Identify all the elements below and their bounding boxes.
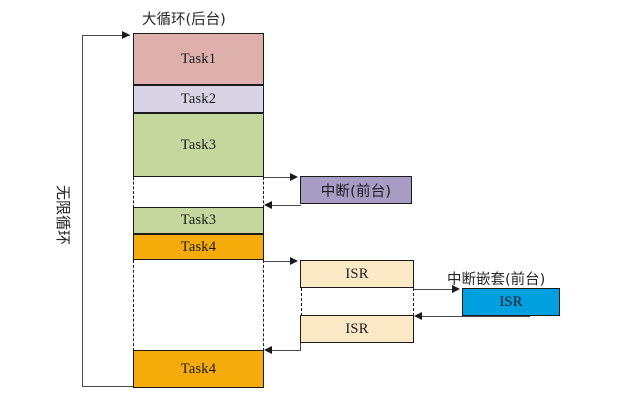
isr-enter-arrowhead (290, 256, 298, 265)
loop-arrow-top-segment (82, 35, 130, 36)
task-block-task1[interactable]: Task1 (133, 33, 264, 85)
isr-box-lower[interactable]: ISR (300, 315, 414, 343)
task-block-label: Task3 (180, 136, 217, 153)
interrupt-box[interactable]: 中断(前台) (300, 176, 412, 204)
task-block-task3-first[interactable]: Task3 (133, 113, 264, 177)
timeline-guide-right (263, 177, 264, 208)
task-block-label: Task1 (180, 50, 217, 67)
isr-return-line (270, 350, 301, 351)
task-block-label: Task3 (180, 212, 217, 228)
task-block-task3-resumed[interactable]: Task3 (133, 207, 264, 234)
timeline-guide-left (133, 177, 134, 208)
isr-box-upper[interactable]: ISR (300, 260, 414, 288)
infinite-loop-label: 无限循环 (54, 185, 72, 246)
bottom-caption (228, 396, 458, 405)
task-block-task4-resumed[interactable]: Task4 (133, 350, 264, 388)
isr-enter-line (264, 261, 294, 262)
task-block-label: Task4 (180, 360, 217, 377)
nested-isr-box-label: ISR (499, 293, 523, 310)
interrupt-enter-line (264, 177, 294, 178)
timeline-guide-left-lower (133, 260, 134, 351)
isr-guide-left (301, 288, 302, 316)
task-block-task4-first[interactable]: Task4 (133, 234, 264, 260)
isr-return-arrowhead (264, 345, 272, 354)
nested-isr-return-line (420, 316, 530, 317)
loop-arrow-head (122, 30, 130, 39)
interrupt-box-label: 中断(前台) (320, 183, 392, 200)
interrupt-enter-arrowhead (290, 172, 298, 181)
loop-arrow-bottom-segment (82, 386, 133, 387)
isr-return-drop (300, 343, 301, 351)
nested-isr-return-arrowhead (414, 311, 422, 320)
background-loop-title: 大循环(后台) (142, 12, 226, 28)
interrupt-return-line (270, 205, 301, 206)
timeline-guide-right-lower (263, 260, 264, 351)
nested-interrupt-title: 中断嵌套(前台) (447, 272, 546, 288)
loop-arrow-left-segment (82, 35, 83, 386)
isr-guide-right (413, 288, 414, 316)
task-block-label: Task2 (180, 90, 217, 107)
task-block-label: Task4 (180, 238, 217, 255)
isr-box-label: ISR (345, 265, 369, 282)
nested-isr-box[interactable]: ISR (462, 288, 560, 316)
task-block-task2[interactable]: Task2 (133, 85, 264, 113)
nested-isr-enter-arrowhead (452, 284, 460, 293)
interrupt-return-arrowhead (264, 200, 272, 209)
nested-isr-enter-line (414, 289, 456, 290)
isr-box-label: ISR (345, 320, 369, 337)
